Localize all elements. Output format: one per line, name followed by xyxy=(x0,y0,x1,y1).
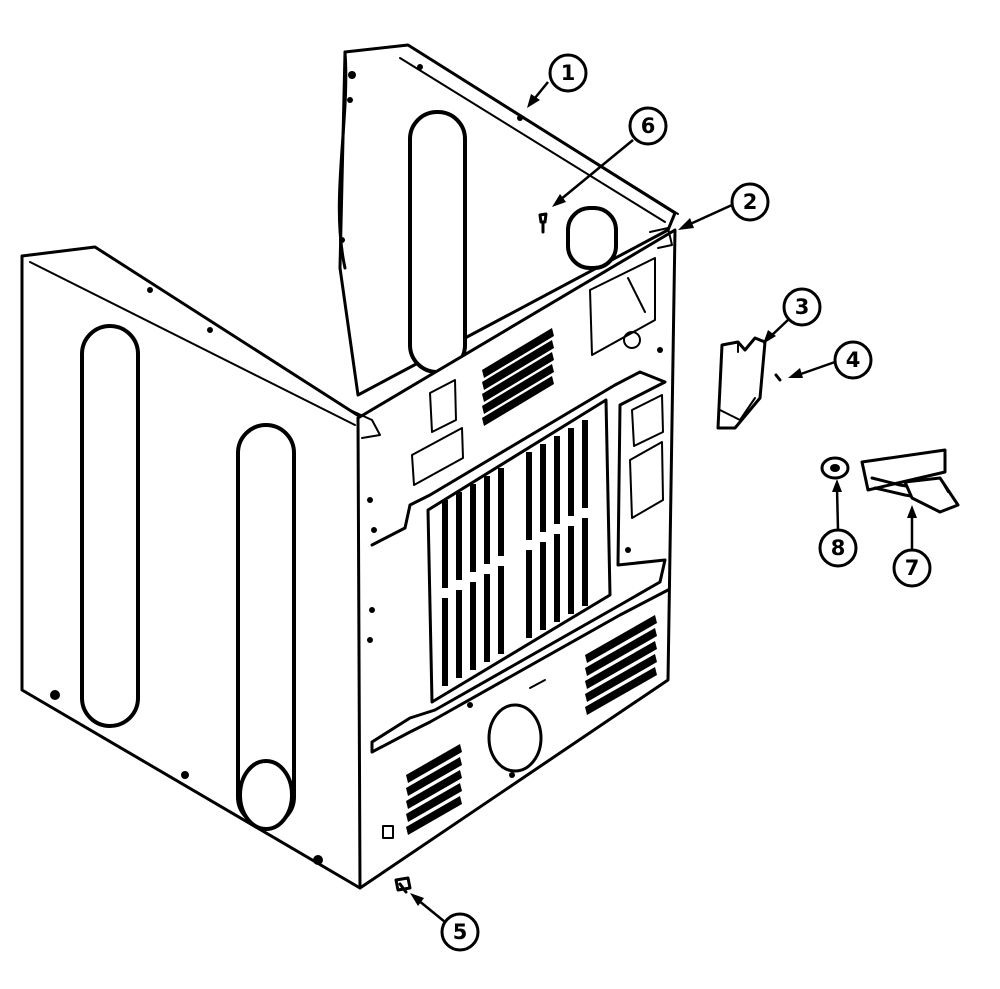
upper-louvers xyxy=(482,328,554,426)
callout-4-label: 4 xyxy=(846,348,861,372)
lower-right-louvers xyxy=(585,615,657,715)
callout-7-label: 7 xyxy=(905,556,920,580)
callout-4: 4 xyxy=(788,340,873,380)
center-louvers xyxy=(442,420,588,686)
callout-6-label: 6 xyxy=(641,114,656,138)
part-6-screw xyxy=(538,212,548,234)
callout-5-label: 5 xyxy=(453,920,468,944)
lower-left-louvers xyxy=(406,744,462,835)
callout-7: 7 xyxy=(892,505,932,588)
left-side-panel xyxy=(20,245,364,890)
callout-2-label: 2 xyxy=(743,190,758,214)
callout-3: 3 xyxy=(763,287,822,344)
part-5-screw xyxy=(394,876,412,894)
part-7-power-cord xyxy=(860,448,960,514)
callout-3-label: 3 xyxy=(795,295,810,319)
left-panel-slot-front xyxy=(80,324,140,728)
right-side-panel xyxy=(337,43,679,397)
right-panel-slot xyxy=(408,110,467,374)
exhaust-opening xyxy=(487,703,543,773)
right-panel-slot-small xyxy=(566,206,618,270)
callout-8: 8 xyxy=(818,479,858,568)
callout-2: 2 xyxy=(678,182,770,230)
callout-6: 6 xyxy=(552,106,668,207)
callout-1: 1 xyxy=(527,53,588,108)
callout-1-label: 1 xyxy=(561,61,576,85)
callout-8-label: 8 xyxy=(831,536,846,560)
part-3-bracket xyxy=(716,336,767,430)
rear-panel xyxy=(349,227,677,890)
upper-access-opening xyxy=(589,257,656,356)
part-4-screw xyxy=(774,373,782,382)
callout-5: 5 xyxy=(410,893,480,952)
part-8-strain-relief xyxy=(820,456,850,480)
